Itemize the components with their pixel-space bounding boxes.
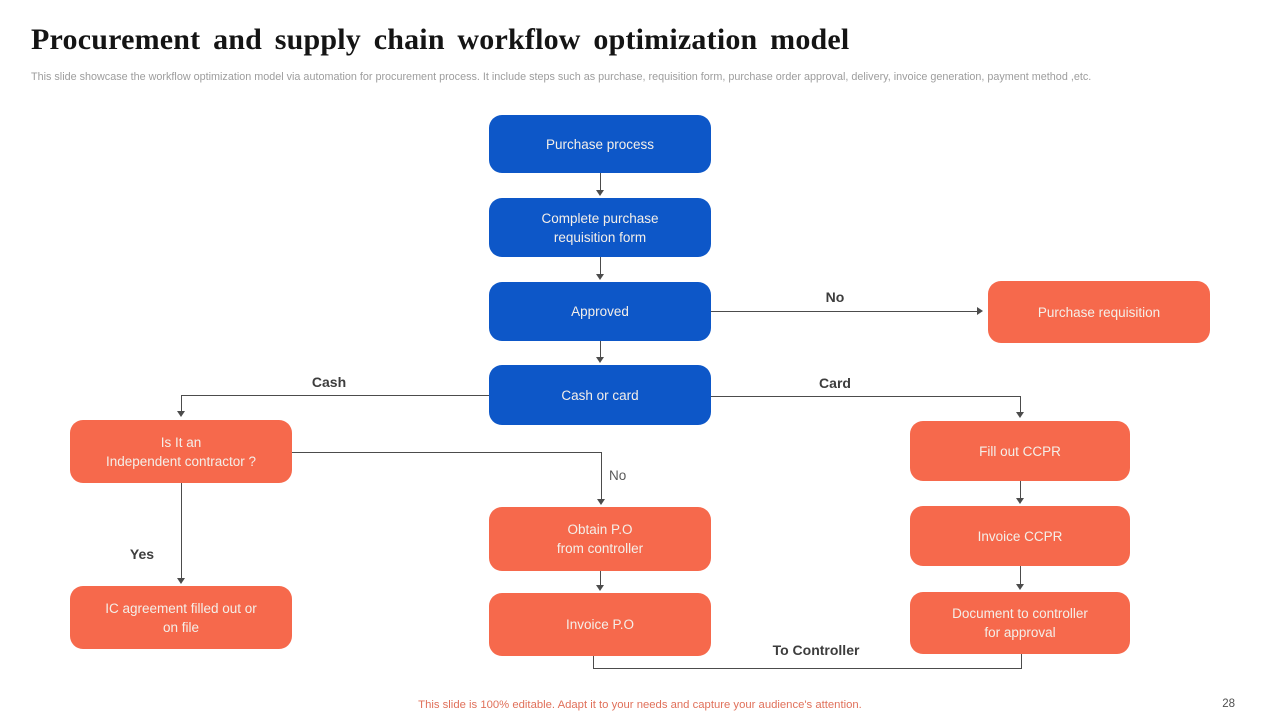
edge-label-card: Card: [819, 375, 851, 391]
connector-cashcard-to-fillccpr-h: [711, 396, 1021, 398]
arrowhead-down-icon: [1015, 498, 1024, 504]
node-invoice-ccpr: Invoice CCPR: [910, 506, 1130, 566]
page-title: Procurement and supply chain workflow op…: [31, 23, 850, 56]
node-purchase-process: Purchase process: [489, 115, 711, 173]
connector-cashcard-to-contractor-h: [181, 395, 489, 397]
edge-label-to-controller: To Controller: [772, 642, 860, 658]
edge-label-cash: Cash: [311, 374, 347, 390]
connector-contractor-to-obtainpo-v: [601, 452, 603, 500]
node-ic-agreement-on-file: IC agreement filled out or on file: [70, 586, 292, 649]
arrowhead-down-icon: [1015, 584, 1024, 590]
node-approved: Approved: [489, 282, 711, 341]
slide-subtitle: This slide showcase the workflow optimiz…: [31, 71, 1092, 83]
edge-label-no: No: [825, 289, 845, 305]
connector-approved-to-cashcard: [600, 341, 602, 358]
arrowhead-down-icon: [595, 190, 604, 196]
connector-invoicepo-stub: [593, 656, 595, 669]
connector-approved-to-purchase-requisition: [711, 311, 979, 313]
arrowhead-down-icon: [595, 357, 604, 363]
connector-document-stub: [1021, 654, 1023, 669]
node-document-to-controller: Document to controller for approval: [910, 592, 1130, 654]
footer-note: This slide is 100% editable. Adapt it to…: [418, 699, 862, 711]
node-independent-contractor: Is It an Independent contractor ?: [70, 420, 292, 483]
connector-fillccpr-to-invoiceccpr: [1020, 481, 1022, 499]
connector-invoiceccpr-to-document: [1020, 566, 1022, 585]
node-purchase-requisition: Purchase requisition: [988, 281, 1210, 343]
arrowhead-down-icon: [596, 499, 605, 505]
page-number: 28: [1222, 698, 1235, 710]
connector-contractor-to-icagreement: [181, 483, 183, 579]
connector-purchase-to-complete: [600, 173, 602, 191]
arrowhead-down-icon: [595, 585, 604, 591]
node-invoice-po: Invoice P.O: [489, 593, 711, 656]
arrowhead-down-icon: [176, 411, 185, 417]
arrowhead-down-icon: [176, 578, 185, 584]
connector-contractor-to-obtainpo-h: [292, 452, 602, 454]
connector-cashcard-to-contractor-v: [181, 395, 183, 412]
connector-complete-to-approved: [600, 257, 602, 275]
arrowhead-down-icon: [1015, 412, 1024, 418]
connector-tocontroller-h: [593, 668, 1022, 670]
node-cash-or-card: Cash or card: [489, 365, 711, 425]
connector-obtainpo-to-invoicepo: [600, 571, 602, 586]
node-obtain-po-from-controller: Obtain P.O from controller: [489, 507, 711, 571]
node-fill-out-ccpr: Fill out CCPR: [910, 421, 1130, 481]
node-complete-purchase-requisition-form: Complete purchase requisition form: [489, 198, 711, 257]
edge-label-no-center: No: [609, 468, 627, 483]
edge-label-yes: Yes: [129, 546, 155, 562]
arrowhead-down-icon: [595, 274, 604, 280]
arrowhead-right-icon: [977, 306, 983, 315]
connector-cashcard-to-fillccpr-v: [1020, 396, 1022, 413]
